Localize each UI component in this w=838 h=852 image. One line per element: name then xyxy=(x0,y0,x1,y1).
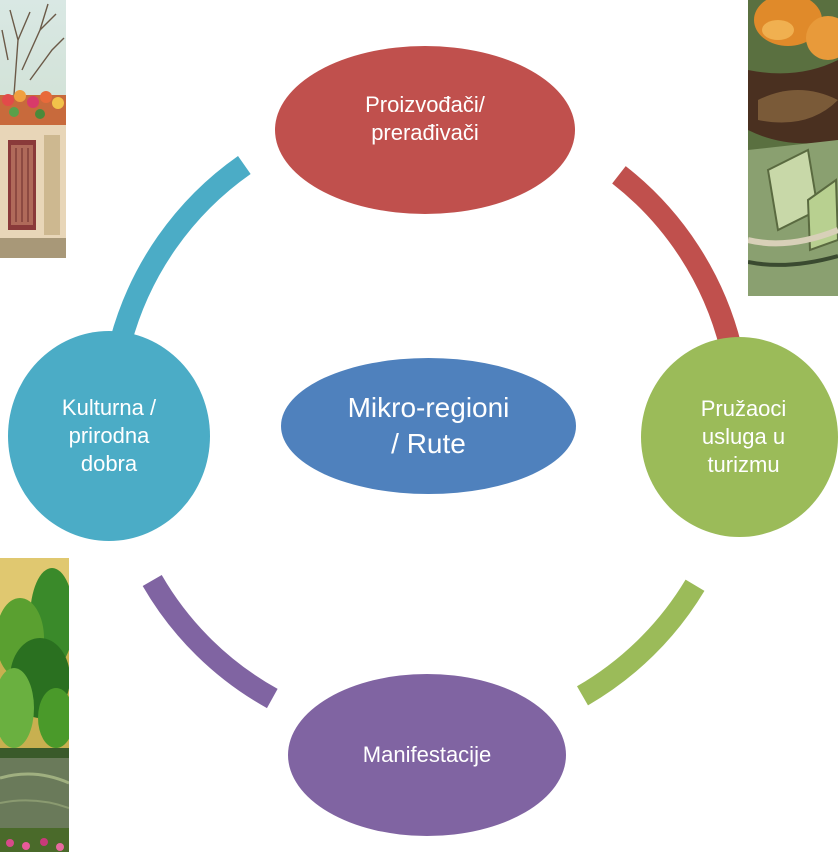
heritage-node: Kulturna / prirodna dobra xyxy=(8,331,210,541)
tourism-providers-node: Pružaoci usluga u turizmu xyxy=(641,337,838,537)
center-node-label: Mikro-regioni / Rute xyxy=(347,392,510,459)
street-painting-image xyxy=(0,0,66,258)
arc-producers-to-tourism xyxy=(612,166,742,350)
producers-node-label: Proizvođači/ prerađivači xyxy=(365,91,485,145)
events-node-label: Manifestacije xyxy=(362,741,492,767)
tourism-providers-node-label: Pružaoci usluga u turizmu xyxy=(700,395,787,478)
arc-tourism-to-events xyxy=(576,579,705,706)
arc-heritage-to-producers xyxy=(110,155,251,345)
events-node: Manifestacije xyxy=(288,674,566,836)
arc-events-to-heritage xyxy=(142,574,278,709)
heritage-node-label: Kulturna / prirodna dobra xyxy=(61,394,157,477)
center-node: Mikro-regioni / Rute xyxy=(281,358,576,494)
producers-node: Proizvođači/ prerađivači xyxy=(275,46,575,214)
still-life-painting-image xyxy=(748,0,838,296)
landscape-painting-image xyxy=(0,558,69,852)
